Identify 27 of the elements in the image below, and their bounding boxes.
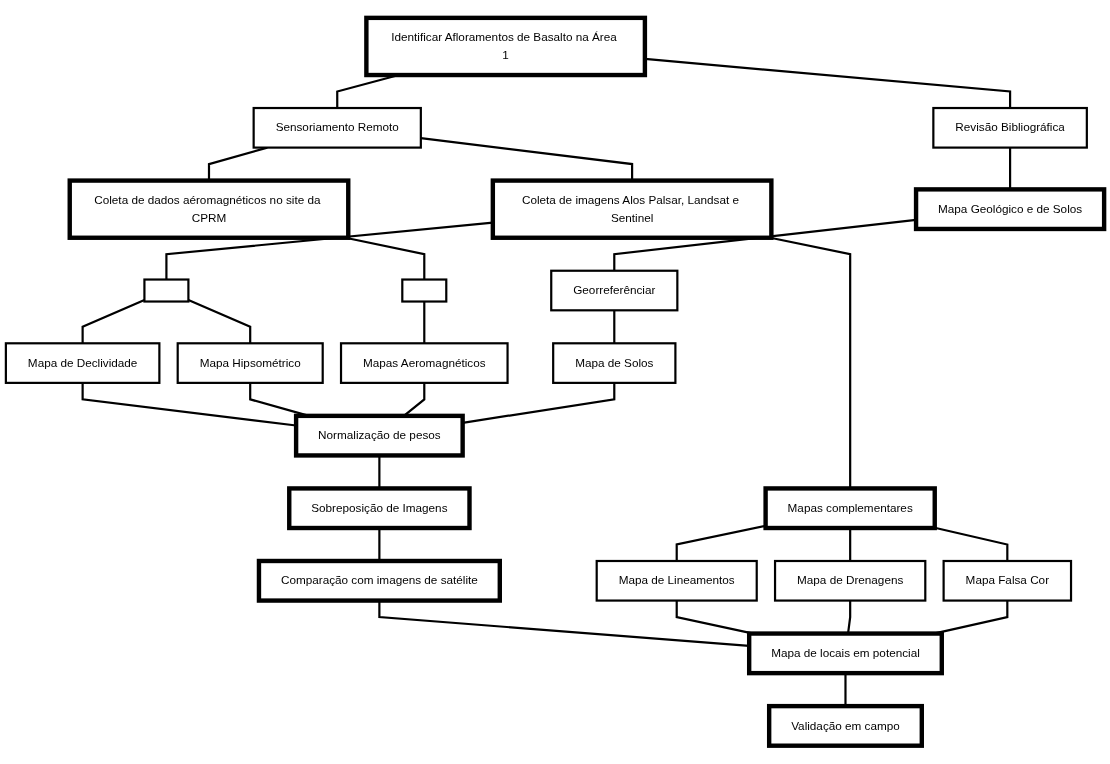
node-box — [143, 278, 190, 303]
connector — [934, 526, 1009, 562]
node-box: Georreferênciar — [550, 269, 679, 312]
connector — [81, 299, 145, 344]
node-box: Comparação com imagens de satélite — [256, 559, 502, 603]
node-box: Mapa Geológico e de Solos — [913, 187, 1107, 232]
node-box: Normalização de pesos — [293, 413, 465, 458]
node-box: Mapa Hipsométrico — [176, 342, 324, 385]
node-box: Revisão Bibliográfica — [932, 107, 1088, 149]
node-box: Sobreposição de Imagens — [287, 486, 472, 531]
connector — [613, 310, 616, 344]
node-box: Coleta de imagens Alos Palsar, Landsat e Sentinel — [490, 178, 774, 241]
node-box: Mapa Falsa Cor — [942, 560, 1073, 602]
connector — [187, 299, 252, 344]
node-box: Sensoriamento Remoto — [252, 107, 422, 149]
node-box: Mapas Aeromagnéticos — [339, 342, 509, 385]
connector — [423, 301, 426, 344]
node-box: Mapa de locais em potencial — [746, 631, 944, 676]
node-box: Mapa de Lineamentos — [595, 560, 758, 602]
node-box — [401, 278, 448, 303]
node-box: Validação em campo — [766, 704, 924, 749]
node-box: Identificar Afloramentos de Basalto na Área 1 — [364, 15, 648, 78]
node-box: Mapa de Solos — [552, 342, 677, 385]
node-box: Mapa de Drenagens — [773, 560, 927, 602]
node-box: Coleta de dados aéromagnéticos no site da CPRM — [67, 178, 351, 241]
node-box: Mapas complementares — [763, 486, 937, 531]
node-box: Mapa de Declividade — [4, 342, 161, 385]
